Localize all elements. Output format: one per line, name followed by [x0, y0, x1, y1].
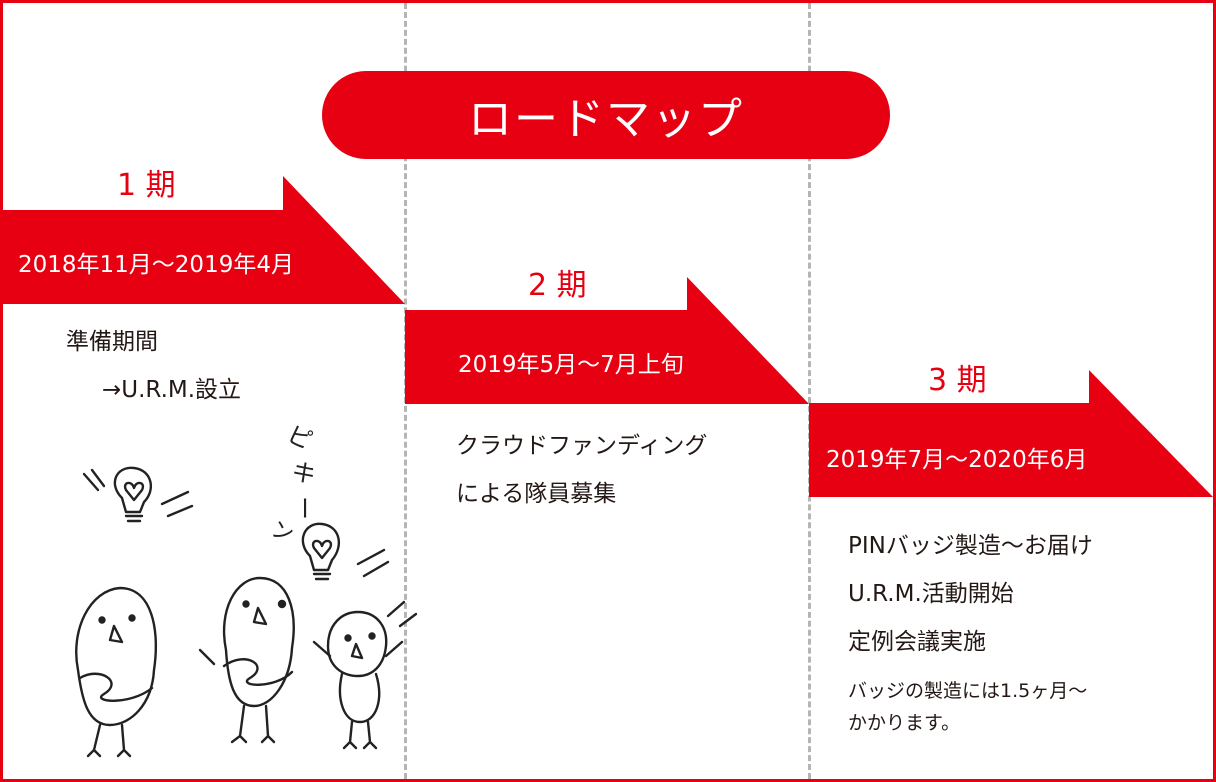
pikiin-char-3: ー	[290, 496, 318, 520]
lightbulb-icon-middle	[301, 522, 341, 581]
phase-3-arrow	[809, 370, 1213, 497]
pikiin-handwriting: ピ キ ー ン	[268, 420, 320, 548]
phase-3-item-3: 定例会議実施	[848, 629, 986, 655]
phase-1-label: 1 期	[117, 168, 176, 203]
phase-3-note-line-2: かかります。	[848, 712, 961, 734]
bird-left	[75, 586, 158, 758]
phase-divider-2	[808, 3, 811, 779]
motion-lines-2	[160, 490, 194, 518]
pikiin-char-1: ピ	[283, 420, 317, 455]
pikiin-char-2: キ	[288, 456, 320, 491]
bird-middle	[198, 576, 295, 744]
phase-1-item-2: →U.R.M.設立	[102, 377, 242, 403]
phase-2-item-2: による隊員募集	[456, 481, 617, 507]
phase-2-dates: 2019年5月～7月上旬	[458, 352, 684, 378]
phase-2-arrow	[405, 277, 809, 404]
pikiin-char-4: ン	[268, 517, 297, 548]
motion-lines-1	[82, 468, 106, 492]
phase-3-label: 3 期	[928, 363, 987, 398]
phase-3-item-1: PINバッジ製造～お届け	[848, 533, 1093, 559]
phase-3-note-line-1: バッジの製造には1.5ヶ月～	[848, 680, 1088, 702]
motion-lines-4	[198, 648, 216, 666]
roadmap-title: ロードマップ	[322, 71, 890, 159]
phase-3-item-2: U.R.M.活動開始	[848, 581, 1014, 607]
phase-3-dates: 2019年7月～2020年6月	[826, 447, 1088, 473]
phase-1-arrow	[3, 176, 405, 304]
phase-1-dates: 2018年11月～2019年4月	[18, 252, 294, 278]
phase-2-label: 2 期	[528, 268, 587, 303]
birds-illustration: ピ キ ー ン	[75, 420, 418, 758]
motion-lines-5	[386, 600, 418, 628]
lightbulb-icon-left	[113, 466, 153, 523]
motion-lines-3	[356, 548, 390, 578]
bird-right	[312, 600, 418, 750]
phase-2-item-1: クラウドファンディング	[456, 433, 708, 459]
phase-1-item-1: 準備期間	[66, 329, 158, 355]
